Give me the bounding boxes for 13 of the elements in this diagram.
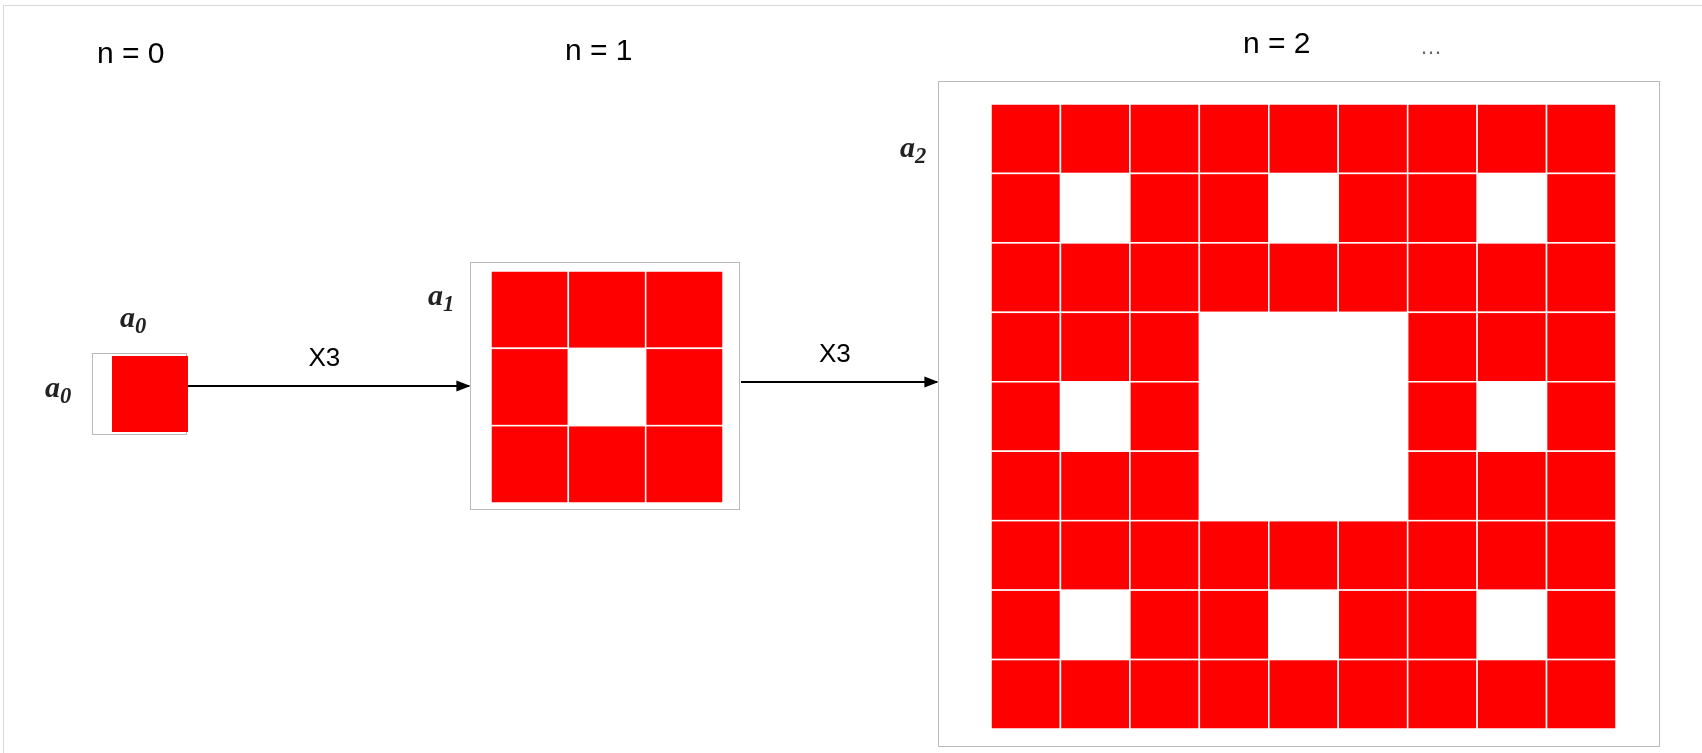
side-length-label: a$_{0}$ [120,302,147,332]
arrow [740,376,939,388]
side-length-label: a$_{1}$ [428,280,455,310]
iteration-label: n = 0 [97,38,165,68]
carpet-frame [92,353,187,435]
ellipsis-text: … [1420,36,1442,58]
side-length-label: a$_{0}$ [45,372,72,402]
arrow [187,380,471,392]
side-length-label: a$_{2}$ [900,132,927,162]
iteration-label: n = 1 [565,35,633,65]
carpet-frame [938,81,1660,747]
iteration-label: n = 2 [1243,28,1311,58]
carpet-frame [470,262,740,510]
